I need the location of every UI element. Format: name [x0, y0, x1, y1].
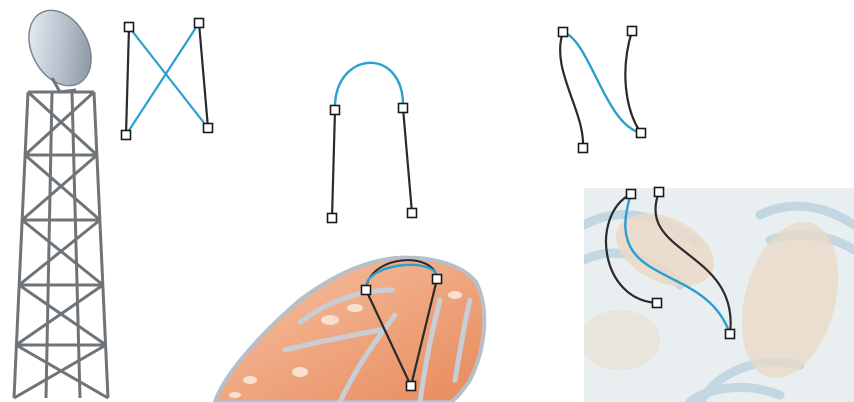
radio-tower-illustration — [14, 0, 108, 398]
dark-segment — [126, 27, 129, 135]
anchor-handle[interactable] — [331, 106, 340, 115]
anchor-handle[interactable] — [328, 214, 337, 223]
dark-segment — [199, 23, 208, 128]
dark-curve — [625, 31, 641, 133]
arch-curve-figure — [328, 63, 417, 223]
anchor-handle[interactable] — [408, 209, 417, 218]
anchor-handle[interactable] — [628, 27, 637, 36]
s-curve-pair-figure — [559, 27, 646, 153]
tower-lattice — [14, 92, 108, 398]
dark-segment — [403, 108, 412, 213]
anchor-handle[interactable] — [655, 188, 664, 197]
butterfly-wing-illustration — [215, 258, 484, 402]
dark-curve — [560, 32, 583, 148]
anchor-handle[interactable] — [653, 299, 662, 308]
anchor-handle[interactable] — [195, 19, 204, 28]
anchor-handle[interactable] — [433, 275, 442, 284]
anchor-handle[interactable] — [125, 23, 134, 32]
anchor-handle[interactable] — [362, 286, 371, 295]
anchor-handle[interactable] — [627, 190, 636, 199]
anchor-handle[interactable] — [204, 124, 213, 133]
anchor-handle[interactable] — [122, 131, 131, 140]
anchor-handle[interactable] — [637, 129, 646, 138]
crossed-lines-figure — [122, 19, 213, 140]
anchor-handle[interactable] — [726, 330, 735, 339]
satellite-dish-icon — [16, 0, 103, 96]
blue-curve — [335, 63, 403, 110]
dark-segment — [332, 110, 335, 218]
abstract-pattern-panel — [580, 188, 854, 402]
anchor-handle[interactable] — [399, 104, 408, 113]
blue-curve — [563, 32, 641, 133]
anchor-handle[interactable] — [559, 28, 568, 37]
anchor-handle[interactable] — [407, 382, 416, 391]
anchor-handle[interactable] — [579, 144, 588, 153]
blue-segment — [126, 23, 199, 135]
